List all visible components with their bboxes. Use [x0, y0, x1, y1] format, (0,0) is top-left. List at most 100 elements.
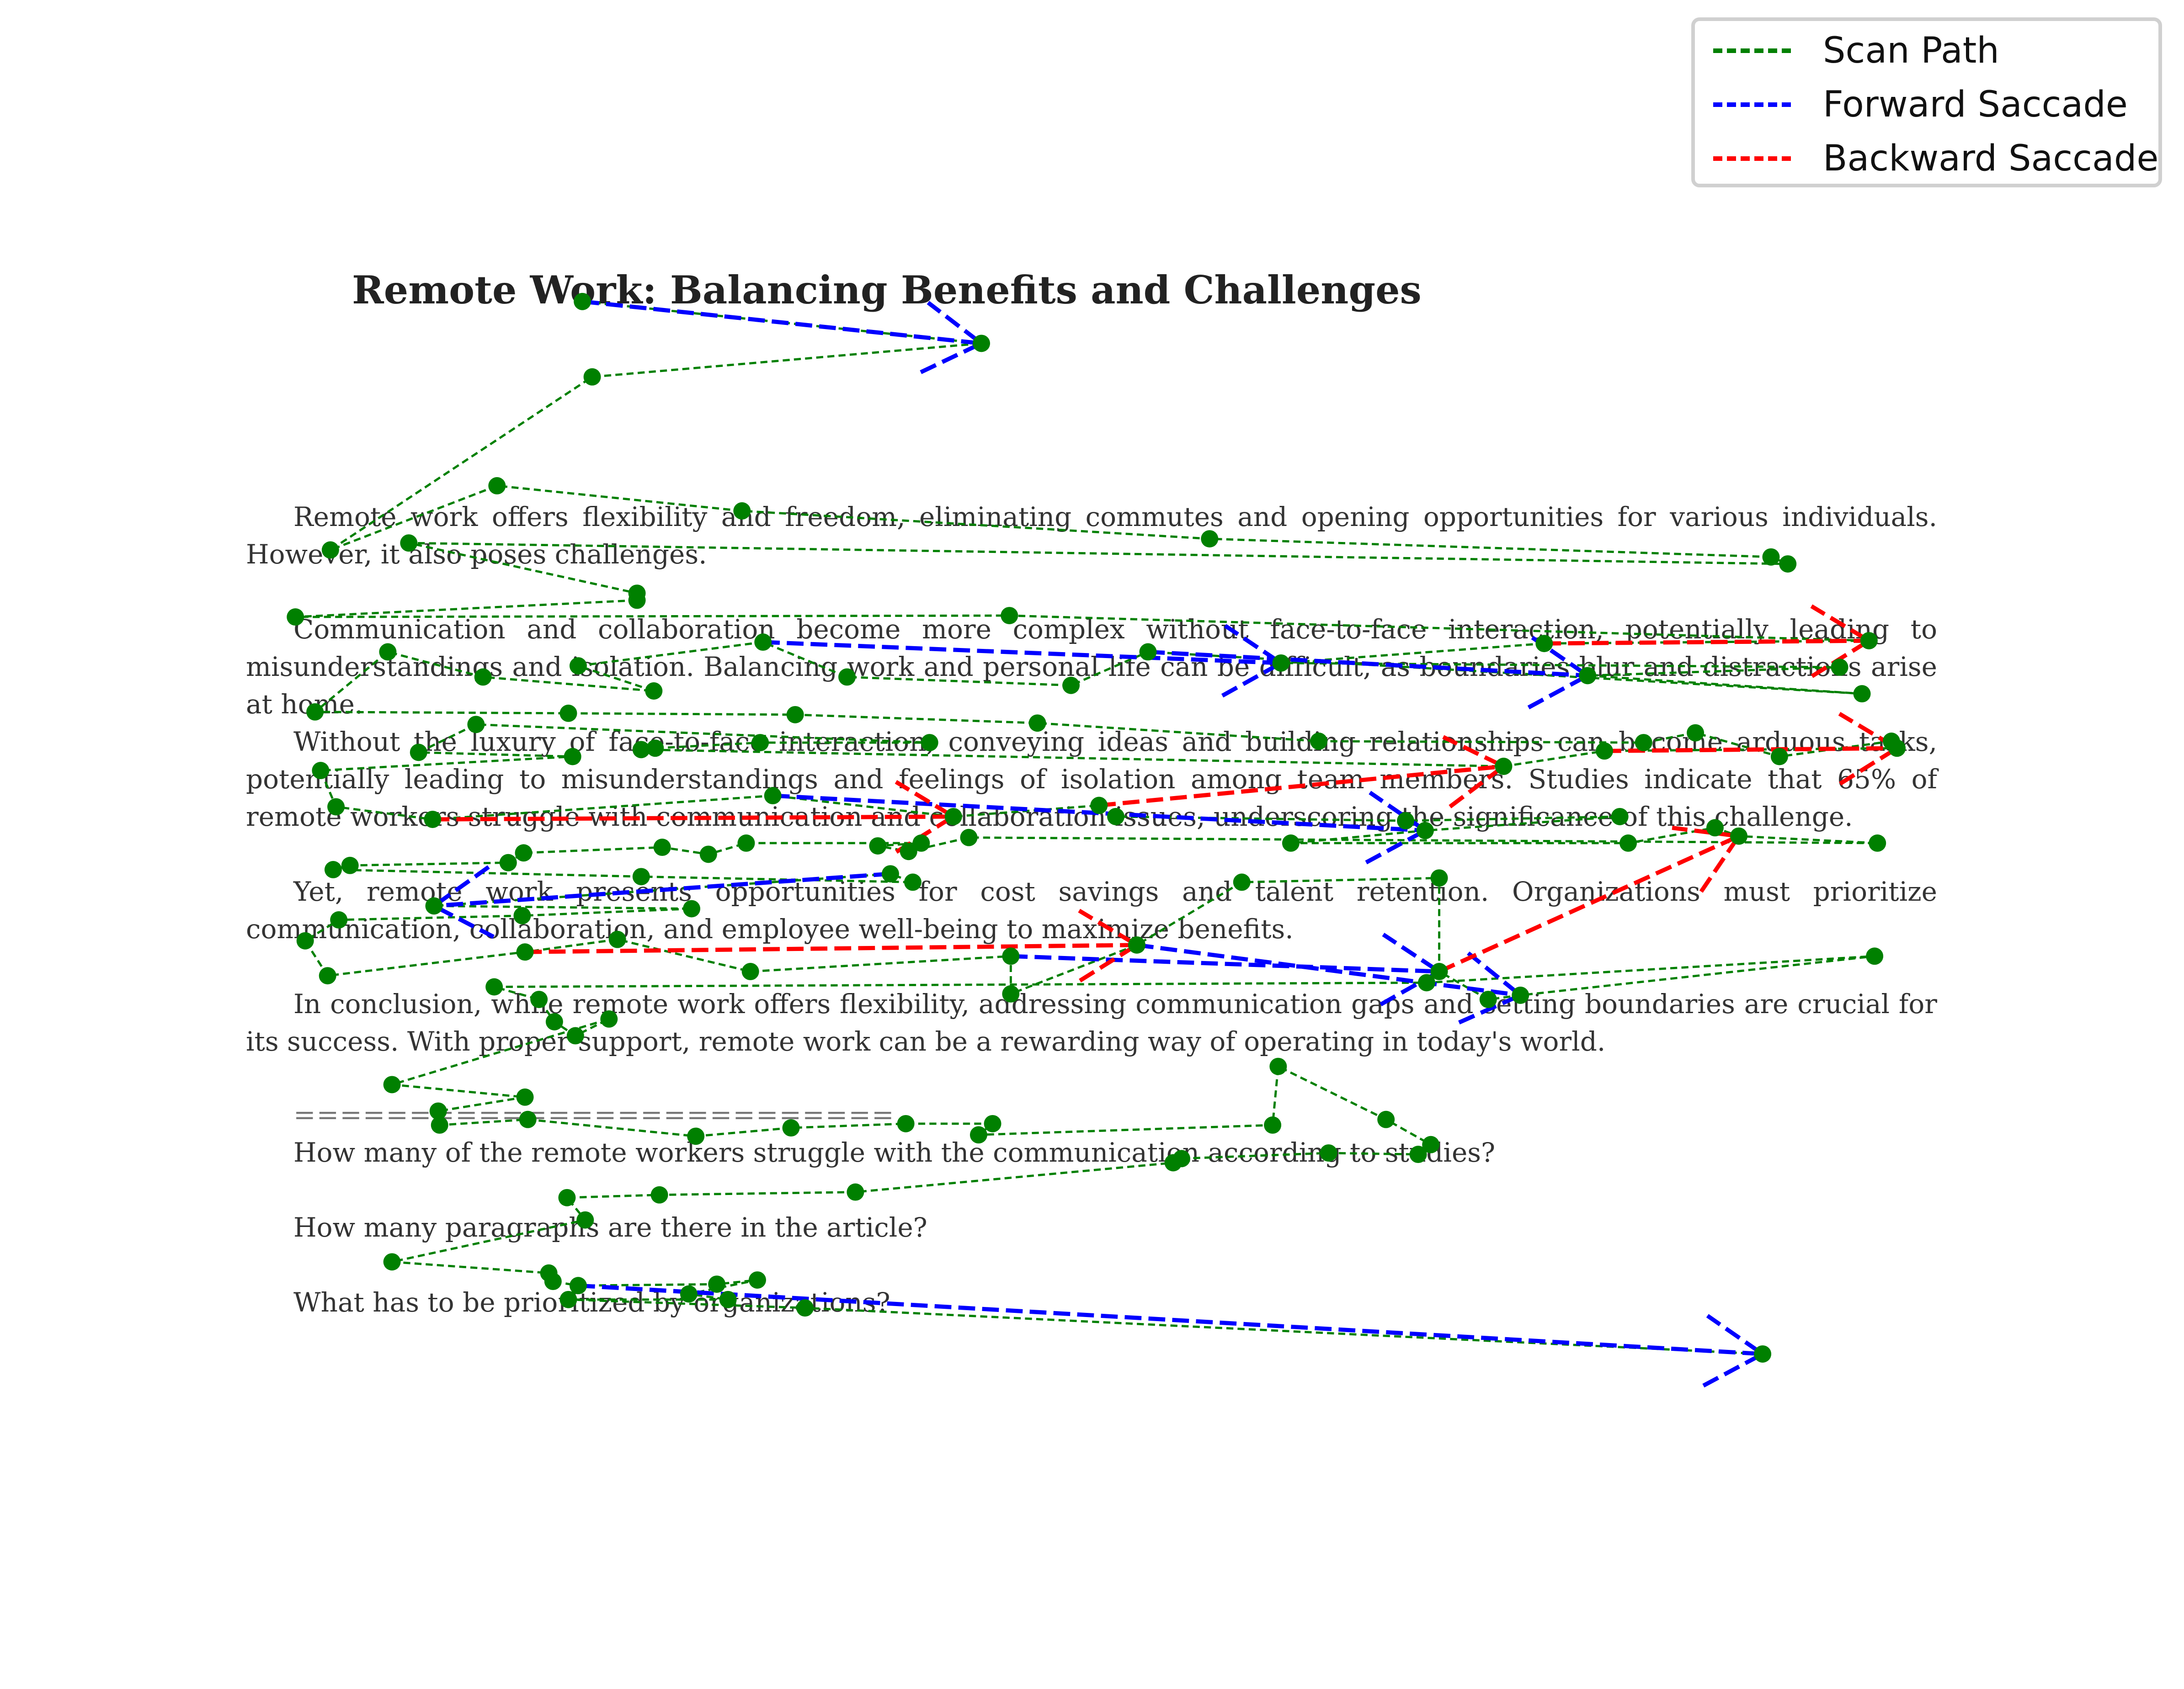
- fixation-point: [719, 1291, 737, 1308]
- fixation-point: [516, 943, 534, 961]
- fixation-point: [1001, 607, 1018, 624]
- forward-saccade-head: [1702, 1314, 1767, 1388]
- fixation-point: [1853, 685, 1871, 703]
- fixation-point: [425, 897, 443, 915]
- forward-saccade-head: [1458, 951, 1524, 1025]
- fixation-point: [1635, 734, 1652, 751]
- fixation-point: [1479, 991, 1497, 1008]
- article-paragraph-5: In conclusion, while remote work offers …: [246, 988, 1937, 1057]
- fixation-point: [1418, 974, 1436, 992]
- fixation-point: [516, 1088, 534, 1106]
- fixation-point: [1611, 807, 1629, 825]
- fixation-point: [400, 534, 418, 552]
- forward-saccade-line: [582, 299, 982, 345]
- fixation-point: [646, 739, 664, 757]
- fixation-point: [764, 787, 782, 805]
- fixation-point: [699, 845, 717, 863]
- fixation-point: [838, 668, 856, 686]
- forward-saccade: [430, 865, 891, 939]
- backward-saccade-line: [1098, 764, 1504, 808]
- fixation-point: [467, 716, 485, 733]
- fixation-point: [748, 1271, 766, 1289]
- fixation-point: [1201, 530, 1219, 547]
- fixation-point: [558, 1189, 576, 1206]
- fixation-point: [1377, 1110, 1395, 1128]
- backward-saccade-head: [895, 780, 958, 854]
- fixation-point: [488, 477, 506, 494]
- fixation-point: [1512, 986, 1529, 1004]
- forward-saccade: [1136, 943, 1524, 1025]
- fixation-point: [545, 1013, 563, 1030]
- fixation-point: [897, 1115, 915, 1132]
- fixation-point: [499, 854, 517, 871]
- fixation-point: [429, 1102, 447, 1120]
- article-paragraph-1: Remote work offers flexibility and freed…: [246, 501, 1937, 570]
- backward-saccade: [1438, 825, 1743, 974]
- legend-label: Forward Saccade: [1823, 84, 2128, 125]
- fixation-point: [519, 1110, 537, 1128]
- fixation-point: [1310, 733, 1328, 750]
- forward-saccade-line: [1148, 649, 1588, 678]
- fixation-point: [576, 1211, 594, 1229]
- forward-saccade-line: [1011, 954, 1439, 974]
- fixation-point: [1139, 643, 1157, 661]
- fixation-point: [869, 837, 887, 855]
- forward-saccade-head: [1527, 636, 1592, 710]
- fixation-point: [1002, 985, 1020, 1003]
- fixation-point: [424, 811, 442, 828]
- fixation-point: [431, 1116, 448, 1134]
- fixation-point: [1264, 1116, 1282, 1134]
- fixation-point: [1028, 714, 1046, 732]
- fixation-point: [569, 1277, 587, 1295]
- fixation-point: [754, 633, 772, 651]
- fixation-point: [383, 1076, 401, 1094]
- fixation-point: [600, 1010, 618, 1028]
- fixation-point: [574, 292, 591, 310]
- fixation-point: [796, 1299, 814, 1317]
- legend-item-scan-path: Scan Path: [1709, 26, 2157, 76]
- fixation-point: [327, 798, 345, 816]
- fixation-point: [1770, 748, 1788, 765]
- fixation-point: [650, 1186, 668, 1204]
- fixation-point: [921, 734, 938, 751]
- fixation-point: [969, 1126, 987, 1144]
- fixation-point: [1409, 1146, 1427, 1163]
- fixation-point: [324, 861, 342, 878]
- fixation-point: [583, 368, 601, 386]
- fixation-point: [900, 843, 917, 860]
- fixation-point: [564, 748, 581, 765]
- backward-saccade-layer: [432, 604, 1901, 983]
- fixation-point: [1888, 739, 1906, 757]
- fixation-point: [741, 963, 759, 980]
- fixation-point: [530, 991, 548, 1008]
- legend: Scan Path Forward Saccade Backward Sacca…: [1691, 17, 2162, 187]
- fixation-point: [1687, 724, 1705, 742]
- fixation-point: [1002, 947, 1020, 965]
- fixation-point: [847, 1183, 864, 1201]
- fixation-point: [330, 911, 348, 929]
- fixation-point: [1128, 936, 1145, 954]
- scan-path-layer: [295, 300, 1900, 1355]
- backward-saccade-line: [432, 814, 954, 822]
- fixation-point: [544, 1273, 562, 1291]
- fixation-point: [1397, 812, 1415, 830]
- fixation-point: [1579, 667, 1597, 685]
- fixation-point: [513, 907, 531, 924]
- fixation-point: [1320, 1144, 1337, 1162]
- fixation-point: [973, 335, 991, 352]
- fixation-point: [1164, 1154, 1182, 1172]
- question-2: How many paragraphs are there in the art…: [293, 1212, 927, 1243]
- fixation-point: [1269, 1057, 1287, 1075]
- article-paragraph-2: Communication and collaboration become m…: [246, 614, 1937, 720]
- fixation-point: [379, 643, 397, 661]
- fixation-point: [608, 930, 626, 948]
- forward-saccade-head: [1221, 624, 1285, 698]
- fixation-point: [410, 744, 427, 761]
- fixation-point: [1272, 654, 1290, 672]
- fixation-layer: [287, 292, 1906, 1363]
- fixation-point: [287, 608, 304, 626]
- fixation-point: [737, 834, 755, 852]
- fixation-point: [680, 1285, 698, 1303]
- backward-saccade: [525, 908, 1141, 983]
- fixation-point: [687, 1127, 705, 1145]
